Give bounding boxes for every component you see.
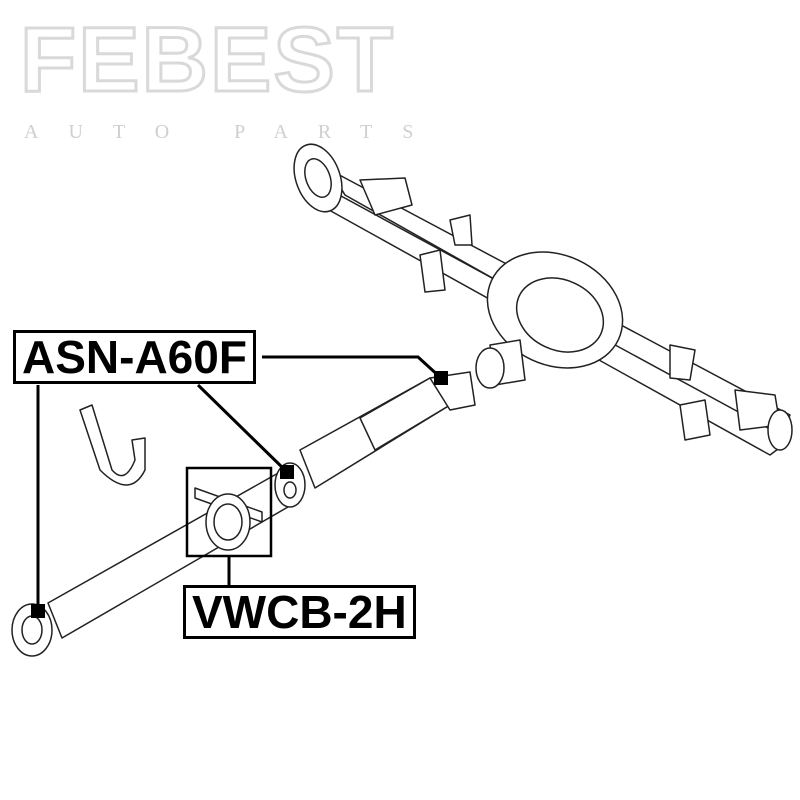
marker-front-flange [434,371,448,385]
part-label-vwcb-2h: VWCB-2H [183,585,416,639]
strap-bracket [79,404,146,486]
marker-mid-joint [280,465,294,479]
part-label-asn-a60f: ASN-A60F [13,330,256,384]
marker-rear-flange [31,604,45,618]
leader-lines [36,355,443,611]
center-bearing [194,487,263,551]
rear-axle [293,143,793,456]
watermark-tagline: AUTO PARTS [24,121,444,143]
watermark-logo: FEBEST [19,9,395,112]
